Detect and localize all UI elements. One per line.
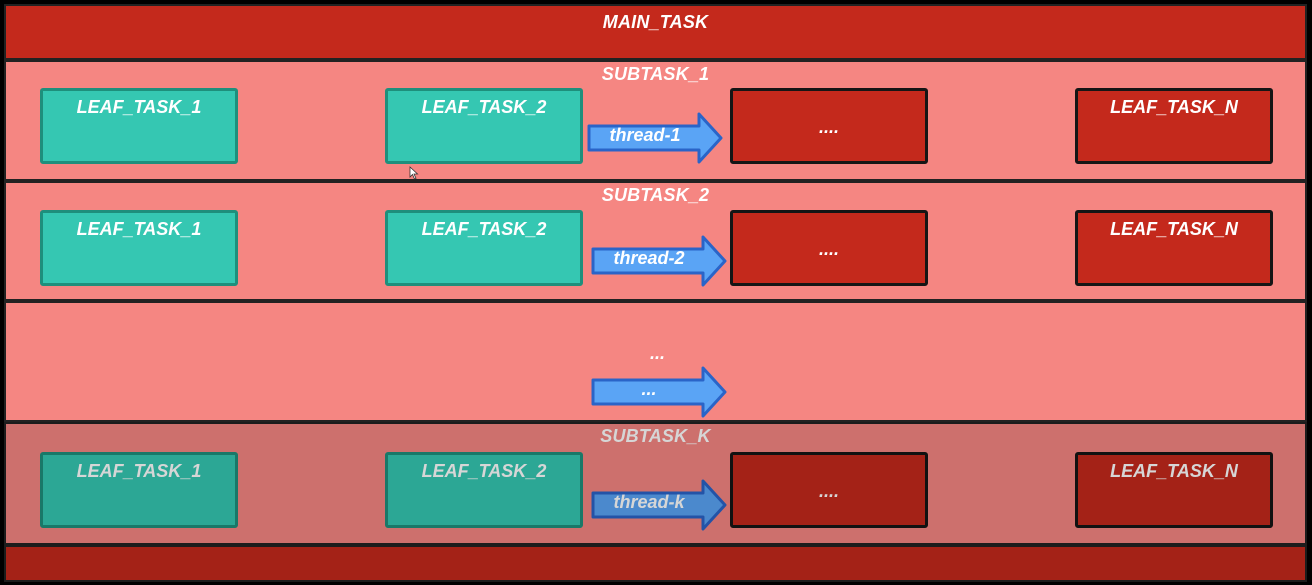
ellipsis-text: ... <box>649 343 665 363</box>
subtask-title: SUBTASK_1 <box>601 64 710 84</box>
ellipsis-leaf-box: .... <box>730 210 928 286</box>
arrow-icon <box>591 235 727 287</box>
thread-label: thread-2 <box>613 248 685 268</box>
subtask-band-2: SUBTASK_2 LEAF_TASK_1 LEAF_TASK_2 thread… <box>4 181 1307 301</box>
leaf-task-2-box: LEAF_TASK_2 <box>385 210 583 286</box>
leaf-task-1-box: LEAF_TASK_1 <box>40 210 238 286</box>
ellipsis-leaf-box: .... <box>730 88 928 164</box>
subtask-band-k: SUBTASK_K LEAF_TASK_1 LEAF_TASK_2 thread… <box>4 422 1307 545</box>
ellipsis-arrow: ... <box>591 366 727 418</box>
thread-arrow: thread-2 <box>591 235 727 287</box>
task-diagram: MAIN_TASK SUBTASK_1 LEAF_TASK_1 LEAF_TAS… <box>4 4 1307 582</box>
main-task-band: MAIN_TASK <box>4 4 1307 60</box>
subtask-title: SUBTASK_K <box>600 426 711 446</box>
ellipsis-band: ... ... <box>4 301 1307 422</box>
subtask-band-1: SUBTASK_1 LEAF_TASK_1 LEAF_TASK_2 thread… <box>4 60 1307 181</box>
leaf-task-1-box: LEAF_TASK_1 <box>40 88 238 164</box>
leaf-task-1-box: LEAF_TASK_1 <box>40 452 238 528</box>
thread-arrow: thread-k <box>591 479 727 531</box>
leaf-task-n-box: LEAF_TASK_N <box>1075 452 1273 528</box>
thread-label: thread-1 <box>609 125 681 145</box>
mouse-cursor-icon <box>409 166 419 180</box>
arrow-icon <box>591 479 727 531</box>
arrow-icon <box>591 366 727 418</box>
leaf-task-2-box: LEAF_TASK_2 <box>385 452 583 528</box>
leaf-task-n-box: LEAF_TASK_N <box>1075 88 1273 164</box>
leaf-task-n-box: LEAF_TASK_N <box>1075 210 1273 286</box>
ellipsis-leaf-box: .... <box>730 452 928 528</box>
main-task-label: MAIN_TASK <box>602 12 709 32</box>
thread-label: thread-k <box>613 492 685 512</box>
subtask-title: SUBTASK_2 <box>601 185 710 205</box>
thread-arrow: thread-1 <box>587 112 723 164</box>
leaf-task-2-box: LEAF_TASK_2 <box>385 88 583 164</box>
arrow-icon <box>587 112 723 164</box>
arrow-label: ... <box>641 379 657 399</box>
main-task-bottom-band <box>4 545 1307 582</box>
